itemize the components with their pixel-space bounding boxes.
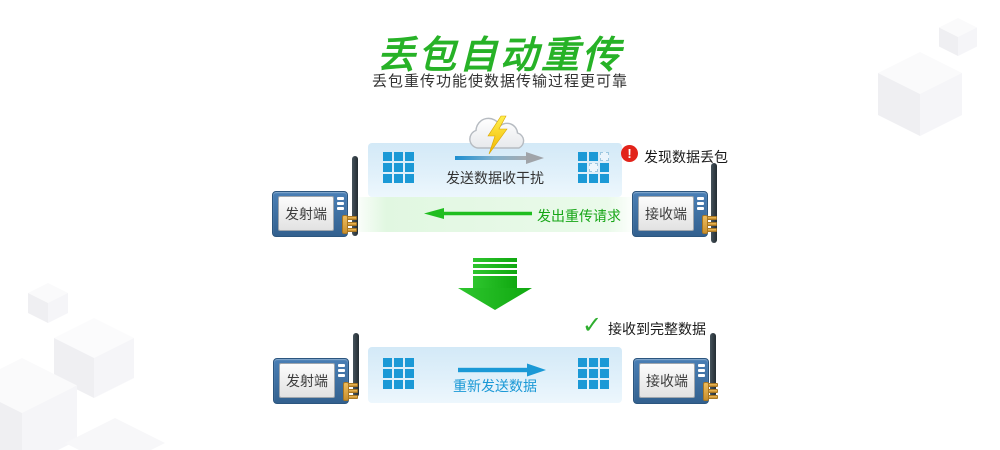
- packet-cell: [383, 152, 392, 161]
- packet-cell: [394, 380, 403, 389]
- packet-cell: [383, 369, 392, 378]
- packet-cell: [405, 163, 414, 172]
- packet-cell: [394, 174, 403, 183]
- device-pins: [338, 364, 345, 377]
- packet-cell: [405, 152, 414, 161]
- lost-packet-cell: [589, 163, 598, 172]
- packet-cell: [394, 163, 403, 172]
- device-pins: [698, 364, 705, 377]
- page-subtitle: 丢包重传功能使数据传输过程更可靠: [371, 73, 628, 90]
- receiver-device: 接收端: [633, 358, 718, 404]
- device-pins: [697, 197, 704, 210]
- packet-cell: [383, 174, 392, 183]
- complete-data-text: 接收到完整数据: [608, 321, 706, 337]
- resend-data-label: 重新发送数据: [453, 378, 537, 394]
- scene1-sent-packets-grid: [383, 152, 414, 183]
- packet-cell: [383, 380, 392, 389]
- check-icon: ✓: [582, 312, 603, 339]
- packet-cell: [600, 174, 609, 183]
- next-step-down-arrow-icon: [458, 258, 532, 310]
- packet-cell: [600, 380, 609, 389]
- antenna-connector: [703, 382, 718, 401]
- transmitter-label: 发射端: [279, 363, 335, 398]
- packet-cell: [600, 358, 609, 367]
- packet-cell: [405, 358, 414, 367]
- packet-cell: [394, 152, 403, 161]
- packet-cell: [589, 369, 598, 378]
- send-data-label: 发送数据收干扰: [446, 170, 544, 186]
- transmitter-label: 发射端: [278, 196, 334, 231]
- device-pins: [337, 197, 344, 210]
- antenna-connector: [702, 215, 717, 234]
- receiver-antenna: [711, 163, 717, 243]
- packet-cell: [405, 174, 414, 183]
- scene2-received-packets-grid: [578, 358, 609, 389]
- antenna-connector: [342, 215, 357, 234]
- scene2-sent-packets-grid: [383, 358, 414, 389]
- packet-cell: [578, 369, 587, 378]
- lost-packet-cell: [600, 152, 609, 161]
- packet-cell: [578, 358, 587, 367]
- transmitter-antenna: [353, 333, 359, 397]
- packet-loss-text: 发现数据丢包: [644, 149, 728, 165]
- transmitter-device: 发射端: [273, 358, 358, 404]
- retry-request-arrow: [424, 208, 532, 219]
- packet-cell: [600, 369, 609, 378]
- alert-icon: !: [621, 145, 638, 162]
- transmitter-device: 发射端: [272, 191, 357, 237]
- retry-request-label: 发出重传请求: [537, 208, 621, 224]
- resend-data-arrow: [458, 363, 546, 377]
- packet-cell: [578, 152, 587, 161]
- packet-cell: [383, 358, 392, 367]
- page-title: 丢包自动重传: [376, 35, 623, 77]
- receiver-label: 接收端: [638, 196, 694, 231]
- packet-cell: [589, 152, 598, 161]
- receiver-device: 接收端: [632, 191, 717, 237]
- antenna-connector: [343, 382, 358, 401]
- packet-cell: [600, 163, 609, 172]
- packet-cell: [405, 380, 414, 389]
- packet-cell: [589, 358, 598, 367]
- transmitter-antenna: [352, 156, 358, 236]
- packet-cell: [405, 369, 414, 378]
- packet-cell: [394, 369, 403, 378]
- packet-cell: [383, 163, 392, 172]
- send-data-arrow: [455, 152, 544, 164]
- packet-cell: [589, 380, 598, 389]
- receiver-label: 接收端: [639, 363, 695, 398]
- interference-cloud-icon: [469, 115, 525, 155]
- packet-cell: [394, 358, 403, 367]
- packet-cell: [589, 174, 598, 183]
- packet-cell: [578, 380, 587, 389]
- scene1-received-packets-grid: [578, 152, 609, 183]
- lightning-bolt-icon: [487, 115, 508, 155]
- receiver-antenna: [710, 333, 716, 397]
- packet-cell: [578, 174, 587, 183]
- packet-cell: [578, 163, 587, 172]
